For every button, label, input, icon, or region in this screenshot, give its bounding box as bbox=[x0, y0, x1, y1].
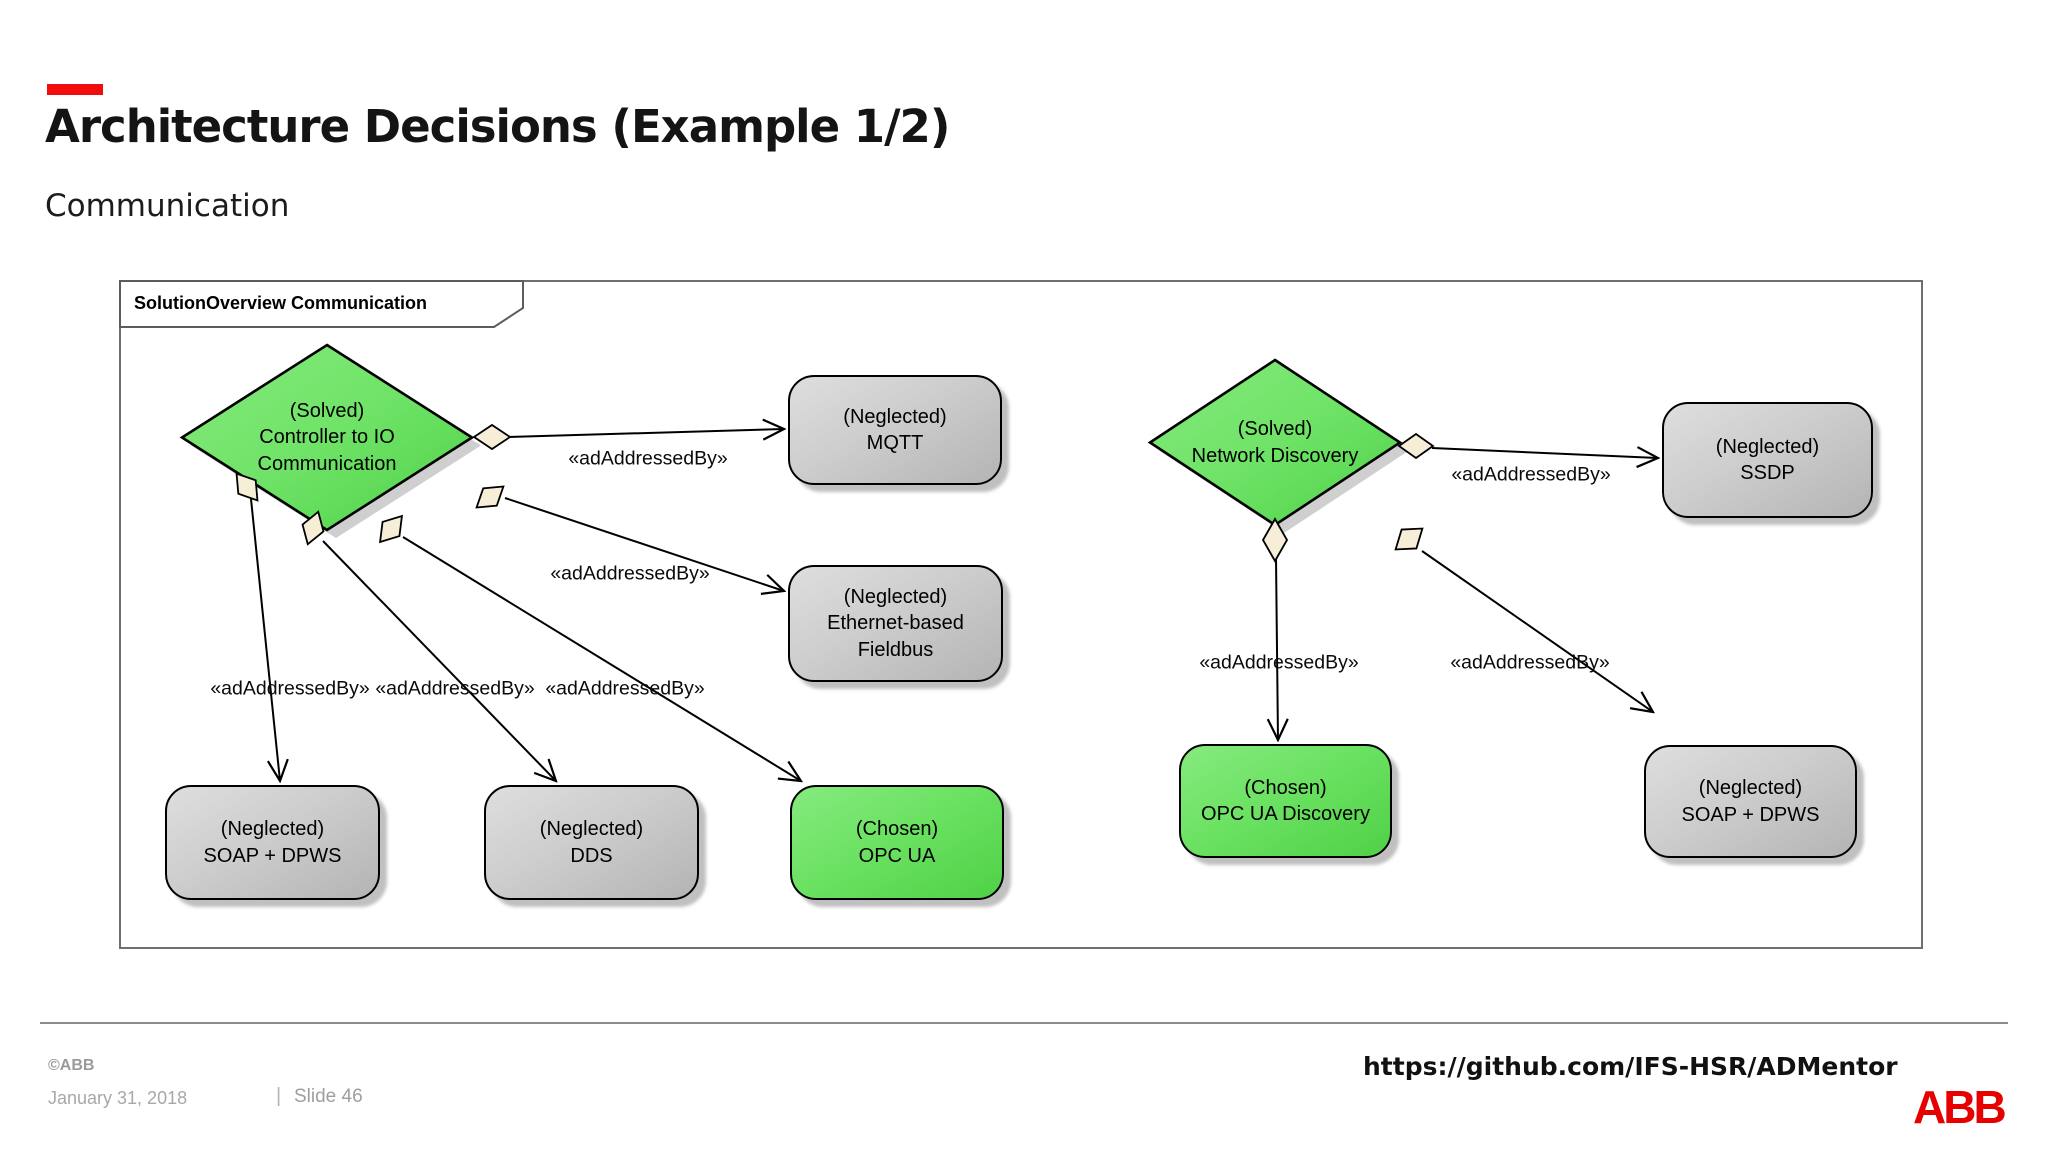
node-opc-ua-discovery: (Chosen)OPC UA Discovery bbox=[1179, 744, 1392, 858]
frame-label: SolutionOverview Communication bbox=[134, 293, 428, 313]
aggregation-diamond-icon bbox=[1261, 517, 1289, 563]
connector-arrow bbox=[504, 497, 784, 591]
uml-frame-border bbox=[119, 280, 1923, 949]
footer-separator: | bbox=[276, 1085, 282, 1107]
footer-date: January 31, 2018 bbox=[48, 1088, 188, 1108]
aggregation-diamond-icon bbox=[1397, 432, 1435, 460]
edge-label: «adAddressedBy» bbox=[1199, 651, 1359, 674]
footer-copyright: ©ABB bbox=[48, 1057, 95, 1074]
edge-label: «adAddressedBy» bbox=[568, 447, 728, 470]
edge-label: «adAddressedBy» bbox=[550, 562, 710, 585]
uml-frame-tab bbox=[119, 280, 524, 328]
node-soap-dpws-right: (Neglected)SOAP + DPWS bbox=[1644, 745, 1857, 858]
footer-divider bbox=[40, 1022, 2008, 1024]
node-mqtt: (Neglected)MQTT bbox=[788, 375, 1002, 485]
footer-url: https://github.com/IFS-HSR/ADMentor bbox=[1363, 1052, 1898, 1081]
aggregation-diamond-icon bbox=[1394, 527, 1424, 551]
edge-label: «adAddressedBy» bbox=[375, 677, 535, 700]
connector-arrow bbox=[322, 540, 556, 781]
connector-arrow bbox=[507, 429, 784, 437]
edge-label: «adAddressedBy» bbox=[545, 677, 705, 700]
abb-logo: ABB bbox=[1913, 1081, 2007, 1133]
node-controller-to-io-communication bbox=[179, 343, 475, 532]
page-subtitle: Communication bbox=[45, 188, 290, 224]
aggregation-diamond-icon bbox=[235, 472, 259, 502]
accent-dash bbox=[47, 84, 103, 95]
aggregation-diamond-icon bbox=[379, 514, 403, 544]
node-network-discovery bbox=[1147, 358, 1403, 527]
aggregation-diamond-icon bbox=[475, 485, 505, 509]
page-title: Architecture Decisions (Example 1/2) bbox=[45, 100, 950, 153]
edge-label: «adAddressedBy» bbox=[210, 677, 370, 700]
connector-arrow bbox=[1431, 448, 1658, 458]
connector-arrow bbox=[1421, 550, 1653, 712]
connector-arrow bbox=[402, 536, 801, 781]
edge-label: «adAddressedBy» bbox=[1451, 463, 1611, 486]
connector-arrow bbox=[1276, 557, 1278, 740]
connector-arrow bbox=[250, 498, 280, 781]
edge-label: «adAddressedBy» bbox=[1450, 651, 1610, 674]
footer-slide-number: Slide 46 bbox=[294, 1086, 363, 1107]
node-soap-dpws-left: (Neglected)SOAP + DPWS bbox=[165, 785, 380, 900]
aggregation-diamond-icon bbox=[301, 510, 325, 546]
node-opc-ua: (Chosen)OPC UA bbox=[790, 785, 1004, 900]
node-dds: (Neglected)DDS bbox=[484, 785, 699, 900]
node-ssdp: (Neglected)SSDP bbox=[1662, 402, 1873, 518]
aggregation-diamond-icon bbox=[472, 423, 512, 451]
